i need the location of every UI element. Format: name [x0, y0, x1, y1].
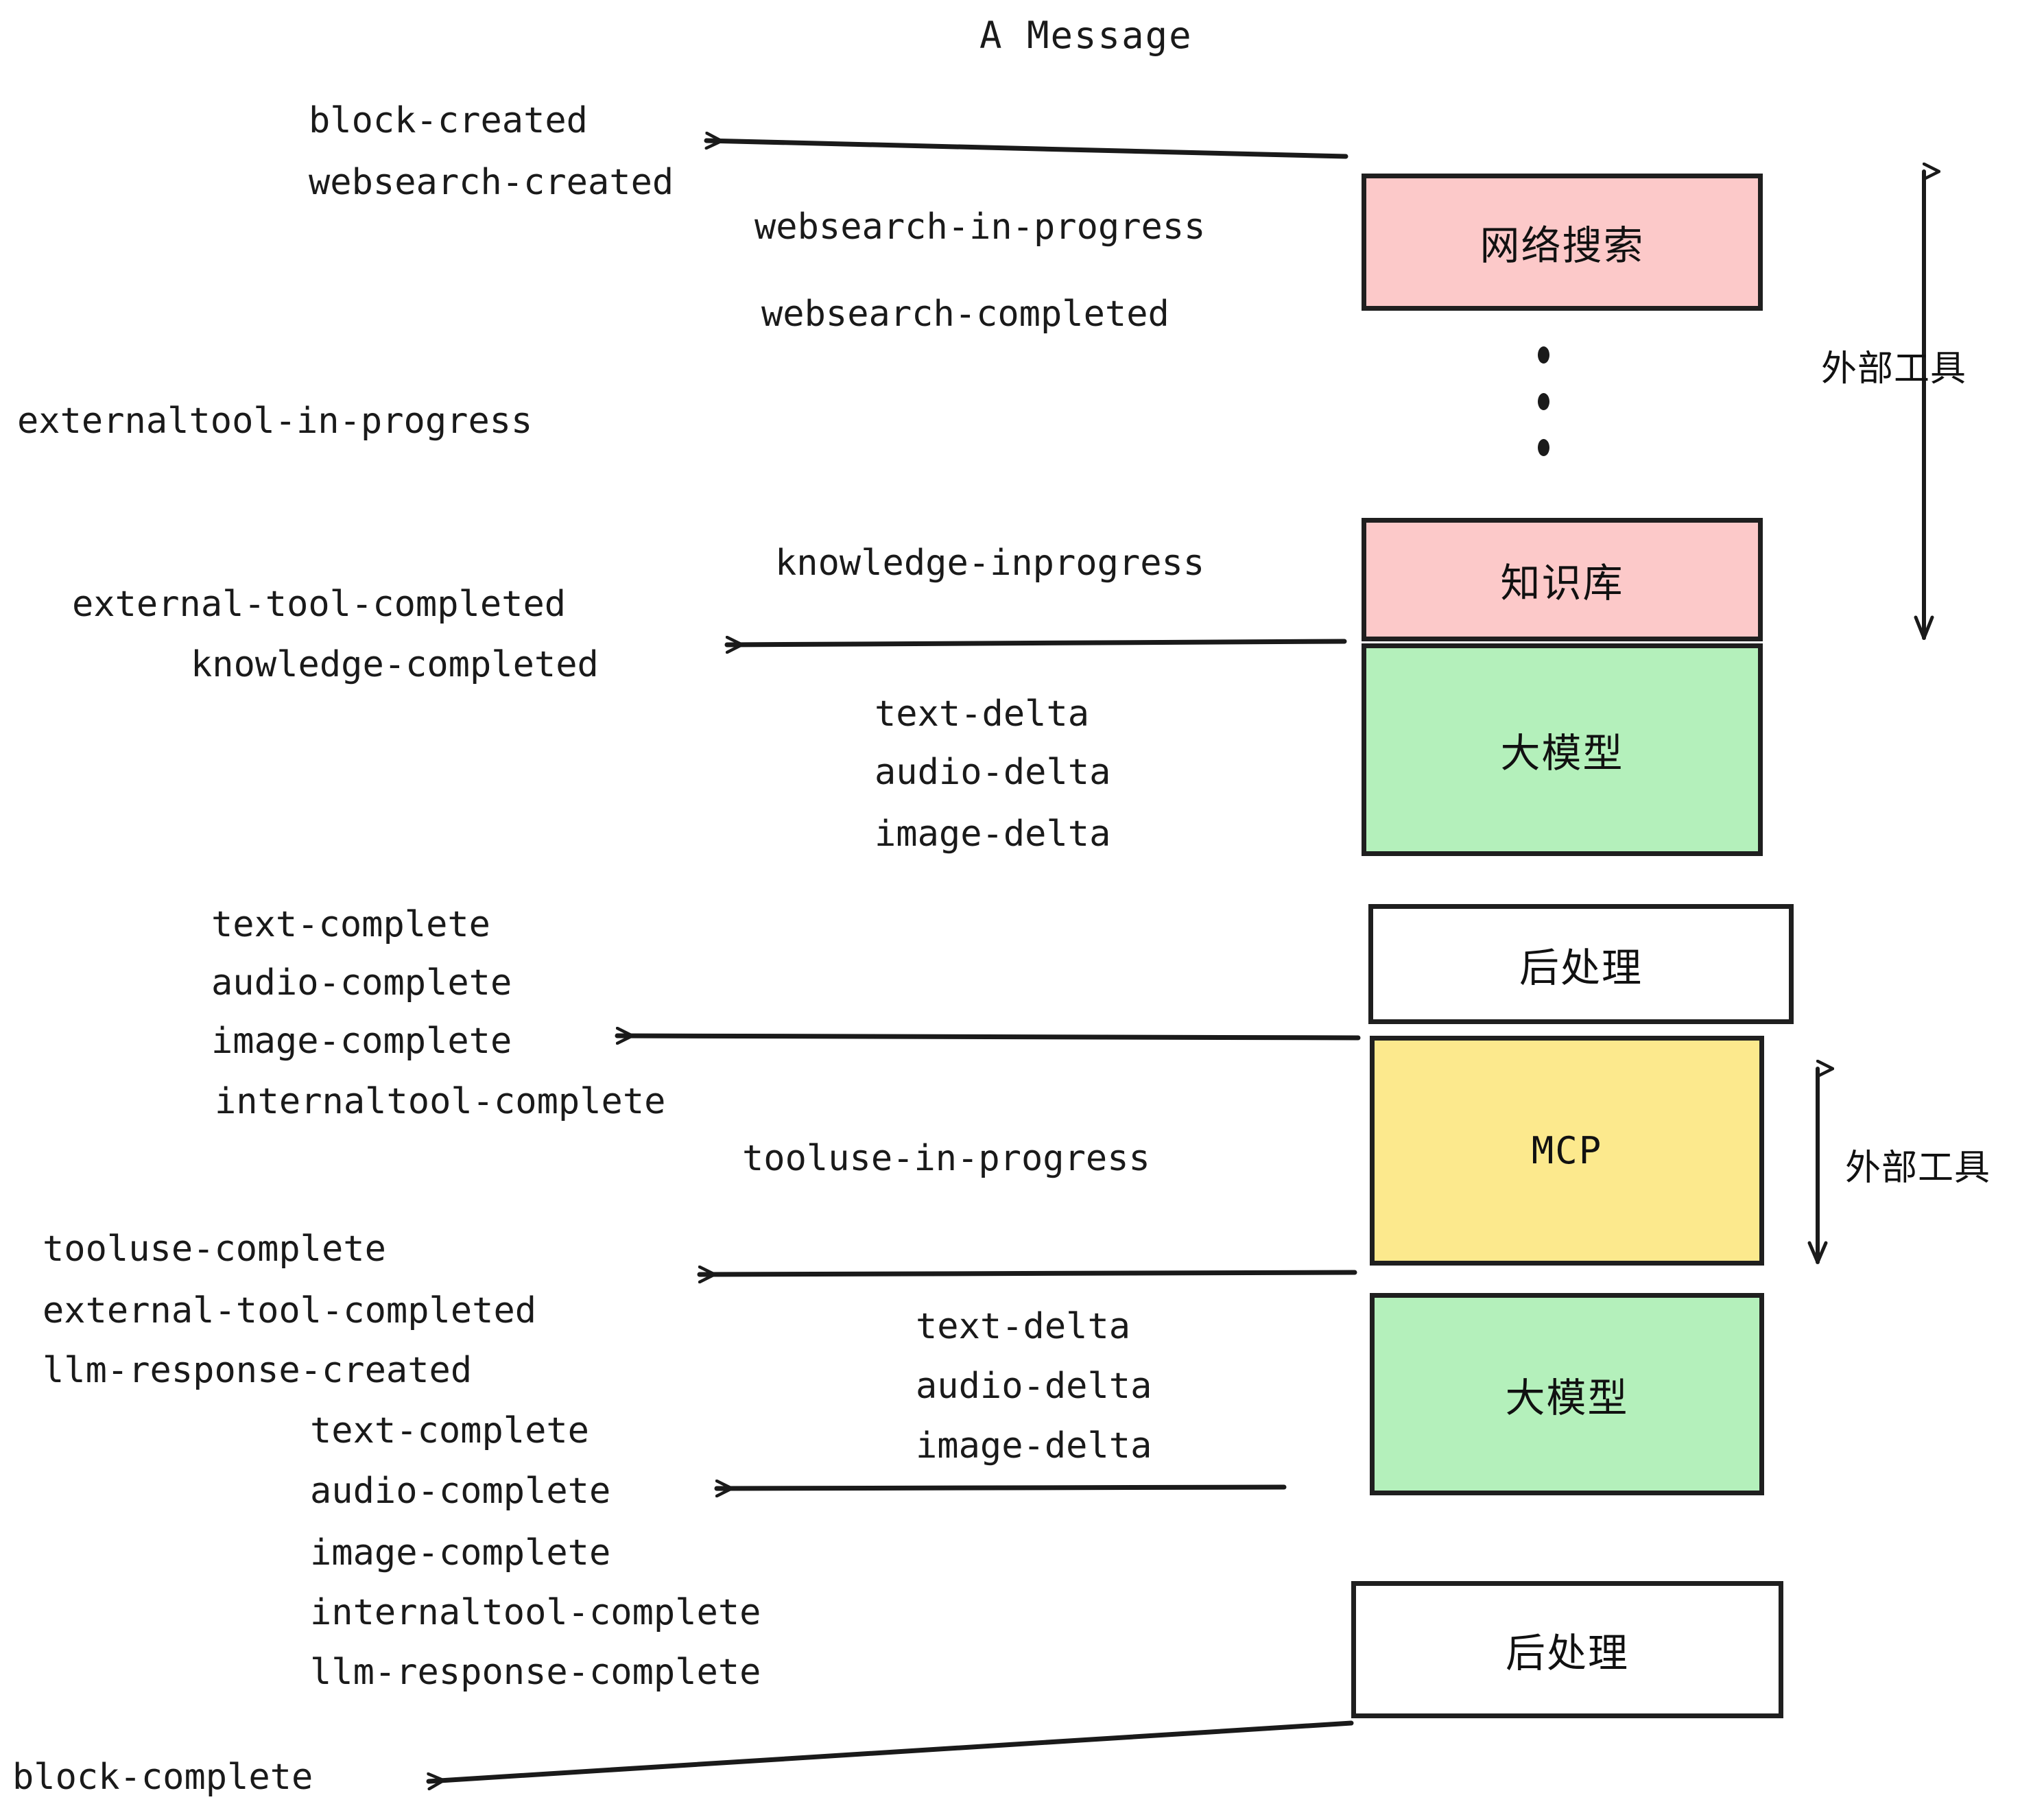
event-llm-response-created: llm-response-created — [43, 1350, 473, 1391]
event-audio-complete-2: audio-complete — [310, 1471, 611, 1512]
event-websearch-completed: websearch-completed — [761, 294, 1169, 335]
event-knowledge-completed: knowledge-completed — [191, 644, 599, 685]
arrow-llm2-to-audio-complete — [714, 1487, 1287, 1488]
event-internaltool-complete-2: internaltool-complete — [310, 1592, 761, 1633]
event-text-delta-1: text-delta — [875, 693, 1090, 735]
arrow-postprocess2-to-block-complete — [426, 1720, 1354, 1781]
arrow-websearch-to-block — [704, 141, 1348, 159]
external-tool-range-bottom — [1807, 1069, 1826, 1264]
box-mcp[interactable]: MCP — [1370, 1036, 1764, 1266]
box-postprocess-1-label: 后处理 — [1519, 944, 1643, 991]
event-audio-delta-2: audio-delta — [916, 1366, 1152, 1407]
event-tooluse-complete: tooluse-complete — [43, 1229, 386, 1270]
event-image-complete-2: image-complete — [310, 1532, 611, 1574]
event-audio-delta-1: audio-delta — [875, 752, 1111, 793]
event-external-tool-completed-1: external-tool-completed — [72, 584, 567, 625]
event-block-created: block-created — [309, 100, 588, 141]
box-postprocess-1[interactable]: 后处理 — [1368, 904, 1794, 1024]
event-block-complete: block-complete — [12, 1757, 313, 1798]
page-title: A Message — [979, 14, 1193, 57]
event-image-delta-1: image-delta — [875, 814, 1111, 855]
ellipsis-dots — [1536, 346, 1550, 456]
box-knowledge-label: 知识库 — [1500, 560, 1624, 606]
event-audio-complete-1: audio-complete — [211, 962, 512, 1004]
dot-2 — [1537, 392, 1549, 410]
event-llm-response-complete: llm-response-complete — [310, 1652, 761, 1693]
dot-3 — [1537, 439, 1549, 456]
box-llm-2[interactable]: 大模型 — [1370, 1293, 1764, 1495]
box-knowledge[interactable]: 知识库 — [1362, 518, 1763, 641]
event-internaltool-complete-1: internaltool-complete — [215, 1081, 666, 1122]
box-postprocess-2-label: 后处理 — [1505, 1630, 1629, 1676]
box-websearch[interactable]: 网络搜索 — [1362, 174, 1763, 311]
external-tool-label-top: 外部工具 — [1821, 348, 1967, 390]
box-postprocess-2[interactable]: 后处理 — [1351, 1581, 1783, 1718]
external-tool-range-top — [1914, 171, 1932, 640]
event-websearch-in-progress: websearch-in-progress — [754, 206, 1206, 248]
arrow-mcp-to-tooluse-complete — [697, 1272, 1357, 1274]
box-llm-1[interactable]: 大模型 — [1362, 643, 1763, 856]
external-tool-label-bottom: 外部工具 — [1845, 1148, 1991, 1189]
event-text-complete-1: text-complete — [211, 904, 490, 945]
event-text-complete-2: text-complete — [310, 1410, 589, 1451]
arrow-postprocess1-to-image-complete — [615, 1036, 1361, 1038]
event-image-delta-2: image-delta — [916, 1425, 1152, 1467]
box-llm-1-label: 大模型 — [1500, 730, 1624, 776]
arrow-knowledge-to-completed — [724, 641, 1347, 645]
event-image-complete-1: image-complete — [211, 1021, 512, 1062]
event-websearch-created: websearch-created — [309, 162, 674, 203]
box-llm-2-label: 大模型 — [1505, 1374, 1629, 1421]
event-externaltool-in-progress: externaltool-in-progress — [17, 401, 533, 442]
event-knowledge-inprogress: knowledge-inprogress — [775, 543, 1205, 584]
event-text-delta-2: text-delta — [916, 1306, 1131, 1347]
event-tooluse-in-progress: tooluse-in-progress — [742, 1138, 1150, 1179]
box-mcp-label: MCP — [1531, 1129, 1603, 1172]
dot-1 — [1537, 346, 1549, 364]
box-websearch-label: 网络搜索 — [1479, 222, 1645, 269]
event-external-tool-completed-2: external-tool-completed — [43, 1290, 537, 1331]
